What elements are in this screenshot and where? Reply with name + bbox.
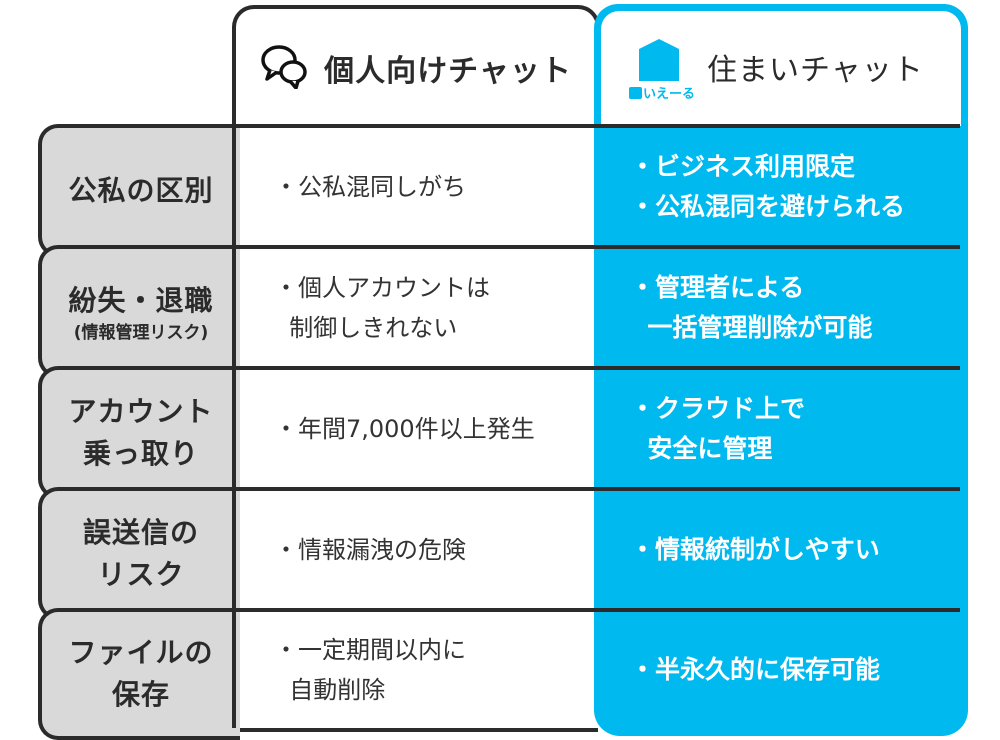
personal-chat-header: 個人向けチャット xyxy=(232,5,600,131)
sumai-cell-public-private: ・ビジネス利用限定 ・公私混同を避けられる xyxy=(630,151,906,221)
row-label-file-storage: ファイルの 保存 xyxy=(38,608,240,740)
row-divider xyxy=(232,124,960,128)
row-label-loss-retirement: 紛失・退職 (情報管理リスク) xyxy=(38,245,240,378)
logo-text: いえーる xyxy=(643,87,696,102)
row-divider xyxy=(232,608,960,612)
house-icon xyxy=(629,39,679,99)
personal-cell-account-takeover: ・年間7,000件以上発生 xyxy=(232,370,598,487)
sumai-cell-loss-retirement: ・管理者による 一括管理削除が可能 xyxy=(630,272,873,342)
row-label-missend-risk: 誤送信の リスク xyxy=(38,487,240,620)
sumai-chat-header: いえーる 住まいチャット xyxy=(601,11,961,126)
sumai-cell-file-storage: ・半永久的に保存可能 xyxy=(630,655,881,684)
personal-chat-title: 個人向けチャット xyxy=(324,54,572,89)
row-label-account-takeover: アカウント 乗っ取り xyxy=(38,366,240,499)
personal-cell-file-storage: ・一定期間以内に 自動削除 xyxy=(232,612,598,728)
personal-cell-loss-retirement: ・個人アカウントは 制御しきれない xyxy=(232,249,598,366)
ieyell-logo: いえーる xyxy=(627,37,695,102)
row-divider xyxy=(232,728,598,732)
row-divider xyxy=(232,366,960,370)
personal-cell-public-private: ・公私混同しがち xyxy=(232,128,598,245)
personal-cell-missend-risk: ・情報漏洩の危険 xyxy=(232,491,598,608)
row-label-public-private: 公私の区別 xyxy=(38,124,240,257)
row-divider xyxy=(232,245,960,249)
sumai-cell-account-takeover: ・クラウド上で 安全に管理 xyxy=(630,393,806,463)
chat-bubbles-icon xyxy=(260,43,310,93)
sumai-chat-title: 住まいチャット xyxy=(707,53,924,88)
row-divider xyxy=(232,487,960,491)
sumai-cell-missend-risk: ・情報統制がしやすい xyxy=(630,534,880,564)
